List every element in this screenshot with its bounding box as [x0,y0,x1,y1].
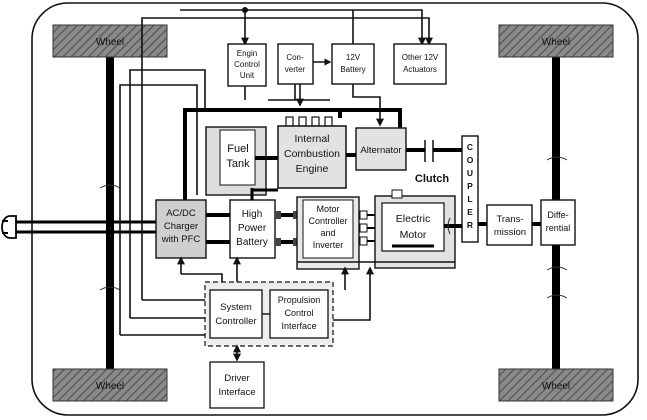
svg-text:Engin: Engin [237,49,257,58]
svg-text:Interface: Interface [281,321,316,331]
engine-control-unit: Engin Control Unit [227,43,267,87]
svg-text:Propulsion: Propulsion [278,295,321,305]
propulsion-control-interface: Propulsion Control Interface [269,289,329,339]
clutch: Clutch [415,140,462,185]
low-voltage-bus [119,9,433,335]
svg-text:Wheel: Wheel [96,381,124,392]
rotation-mark-icon [546,156,568,161]
svg-text:mission: mission [494,227,526,238]
vehicle-outline [31,2,639,416]
svg-text:Actuators: Actuators [403,65,437,74]
svg-text:Wheel: Wheel [542,381,570,392]
signal-lines [120,256,374,336]
svg-text:Wheel: Wheel [542,37,570,48]
svg-text:with PFC: with PFC [161,234,201,245]
svg-text:Fuel: Fuel [227,143,248,155]
inverter-to-motor [359,210,368,246]
svg-text:Controller: Controller [215,316,256,327]
svg-text:R: R [467,220,473,230]
svg-text:Combustion: Combustion [284,148,340,160]
svg-text:Clutch: Clutch [415,173,450,185]
svg-text:12V: 12V [346,53,361,62]
svg-text:AC/DC: AC/DC [166,208,196,219]
svg-text:E: E [467,207,473,217]
fuel-tank: Fuel Tank [205,126,267,196]
converter-block: Con- verter [277,43,314,85]
ac-dc-charger: AC/DC Charger with PFC [155,199,207,259]
svg-text:Con-: Con- [286,53,304,62]
wheel-bottom-right: Wheel [498,368,614,402]
svg-text:Driver: Driver [224,373,249,384]
svg-text:U: U [467,168,473,178]
svg-text:L: L [467,194,472,204]
control-lines [268,84,384,127]
wheel-bottom-left: Wheel [52,368,168,402]
battery-terminals [275,211,299,246]
svg-text:Trans-: Trans- [496,214,523,225]
svg-text:O: O [467,155,474,165]
rotation-mark-icon [99,184,121,189]
svg-text:Motor: Motor [316,204,339,214]
bus-junction [242,7,248,13]
svg-text:Interface: Interface [219,387,256,398]
svg-text:High: High [242,209,263,220]
system-controller: System Controller [209,289,263,339]
rotation-mark-icon [546,294,568,299]
svg-text:C: C [467,142,473,152]
svg-text:Engine: Engine [296,163,329,175]
svg-text:Other 12V: Other 12V [402,53,439,62]
svg-text:and: and [320,228,335,238]
svg-text:Tank: Tank [226,158,250,170]
svg-text:Battery: Battery [236,237,268,248]
engine-connectors [285,116,333,127]
high-voltage-bus [183,108,402,200]
svg-text:rential: rential [546,223,571,233]
svg-text:Control: Control [284,308,313,318]
coupler: C O U P L E R [461,135,479,243]
svg-text:Power: Power [238,223,267,234]
internal-combustion-engine: Internal Combustion Engine [277,125,347,189]
battery-to-inverter [281,213,293,244]
rotation-mark-icon [546,266,568,271]
svg-text:Charger: Charger [164,221,198,232]
svg-text:Electric: Electric [396,213,430,225]
motor-shaft-mark [447,217,451,235]
rotation-mark-icon [99,286,121,291]
dc-link [206,213,230,244]
svg-text:Control: Control [234,60,260,69]
driver-interface: Driver Interface [209,361,265,409]
svg-text:Inverter: Inverter [313,240,344,250]
svg-text:Wheel: Wheel [96,37,124,48]
svg-text:Diffe-: Diffe- [547,210,568,220]
transmission: Trans- mission [486,204,533,246]
svg-text:Controller: Controller [308,216,347,226]
svg-text:verter: verter [285,65,306,74]
battery-12v: 12V Battery [331,43,375,85]
svg-text:Internal: Internal [294,133,329,145]
svg-text:P: P [467,181,473,191]
electric-motor: Electric Motor [374,189,456,269]
svg-text:Motor: Motor [400,229,427,241]
plug-icon [1,215,17,239]
other-12v-actuators: Other 12V Actuators [393,43,447,85]
svg-text:Battery: Battery [340,65,365,74]
svg-text:Unit: Unit [240,71,255,80]
differential: Diffe- rential [540,199,576,246]
svg-text:Alternator: Alternator [360,145,401,156]
wheel-top-left: Wheel [52,24,168,58]
high-power-battery: High Power Battery [229,199,276,259]
motor-controller-inverter: Motor Controller and Inverter [296,196,360,270]
wheel-top-right: Wheel [498,24,614,58]
svg-text:System: System [220,302,252,313]
alternator-block: Alternator [355,127,407,171]
